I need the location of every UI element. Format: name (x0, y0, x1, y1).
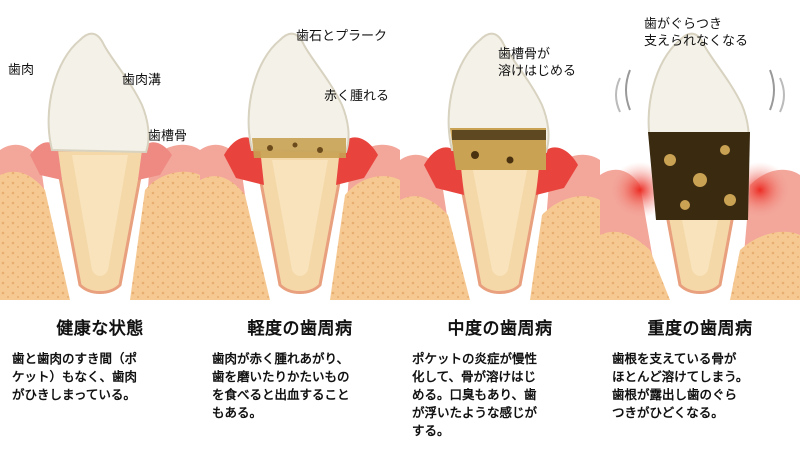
stage-title: 中度の歯周病 (447, 319, 553, 339)
mild-tooth-illustration (200, 0, 400, 300)
stage-title: 健康な状態 (56, 319, 144, 339)
stage-severe: 歯がぐらつき 支えられなくなる 重度の歯周病 歯根を支えている骨が ほとんど溶け… (600, 0, 800, 458)
label-tartar-plaque: 歯石とプラーク (296, 29, 388, 44)
label-gingival-sulcus: 歯肉溝 (122, 73, 162, 88)
stage-description: 歯根を支えている骨が ほとんど溶けてしまう。 歯根が露出し歯のぐら つきがひどく… (612, 351, 749, 420)
healthy-tooth-illustration (0, 0, 200, 300)
stage-description: 歯肉が赤く腫れあがり、 歯を磨いたりかたいもの を食べると出血すること もある。 (212, 351, 350, 420)
label-bone-dissolving: 歯槽骨が 溶けはじめる (498, 47, 577, 79)
stage-moderate: 歯槽骨が 溶けはじめる 中度の歯周病 ポケットの炎症が慢性 化して、骨が溶けはじ… (400, 0, 600, 458)
label-tooth-loose: 歯がぐらつき 支えられなくなる (644, 17, 749, 49)
stage-mild: 歯石とプラーク 赤く腫れる 軽度の歯周病 歯肉が赤く腫れあがり、 歯を磨いたりか… (200, 0, 400, 458)
moderate-tooth-illustration (400, 0, 600, 300)
stage-description: ポケットの炎症が慢性 化して、骨が溶けはじ める。口臭もあり、歯 が浮いたような… (412, 351, 538, 438)
severe-tooth-illustration (600, 0, 800, 300)
stage-title: 軽度の歯周病 (247, 319, 353, 339)
stage-healthy: 歯肉 歯肉溝 歯槽骨 健康な状態 歯と歯肉のすき間（ポ ケット）もなく、歯肉 が… (0, 0, 200, 458)
stage-description: 歯と歯肉のすき間（ポ ケット）もなく、歯肉 がひきしまっている。 (12, 351, 138, 402)
label-alveolar-bone: 歯槽骨 (148, 129, 188, 144)
label-gum: 歯肉 (8, 63, 35, 78)
stage-title: 重度の歯周病 (647, 319, 753, 339)
label-red-swelling: 赤く腫れる (324, 89, 390, 104)
